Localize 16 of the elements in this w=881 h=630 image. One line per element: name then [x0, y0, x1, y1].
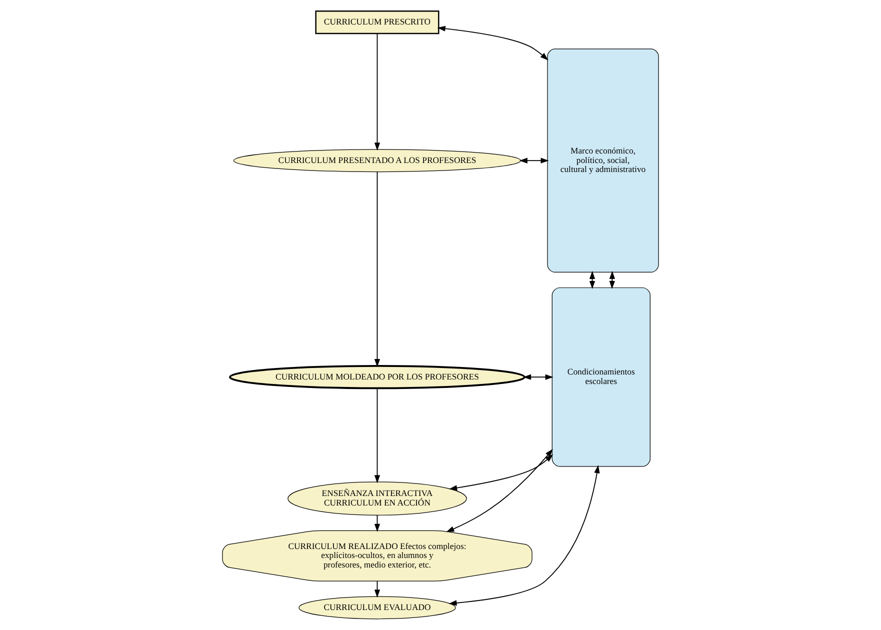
node-ellipse: CURRICULUM PRESENTADO A LOS PROFESORES: [234, 149, 521, 172]
arrow: [448, 465, 600, 606]
node-ellipse: CURRICULUM MOLDEADO POR LOS PROFESORES: [229, 364, 526, 390]
arrow: [519, 158, 549, 164]
arrow: [589, 270, 596, 290]
arrow: [374, 171, 380, 368]
node-box: Marco económico, político, social, cultural y administrativo: [547, 48, 659, 273]
node-box: Condicionamientos escolares: [552, 287, 650, 467]
arrow: [522, 374, 554, 380]
arrow: [446, 448, 553, 532]
node-box: CURRICULUM PRESCRITO: [315, 10, 440, 34]
node-ellipse: ENSEÑANZA INTERACTIVA CURRICULUM EN ACCIÓN: [288, 482, 467, 516]
arrow: [374, 33, 380, 151]
arrow: [448, 454, 554, 491]
arrow: [437, 26, 548, 60]
arrow: [374, 388, 380, 484]
